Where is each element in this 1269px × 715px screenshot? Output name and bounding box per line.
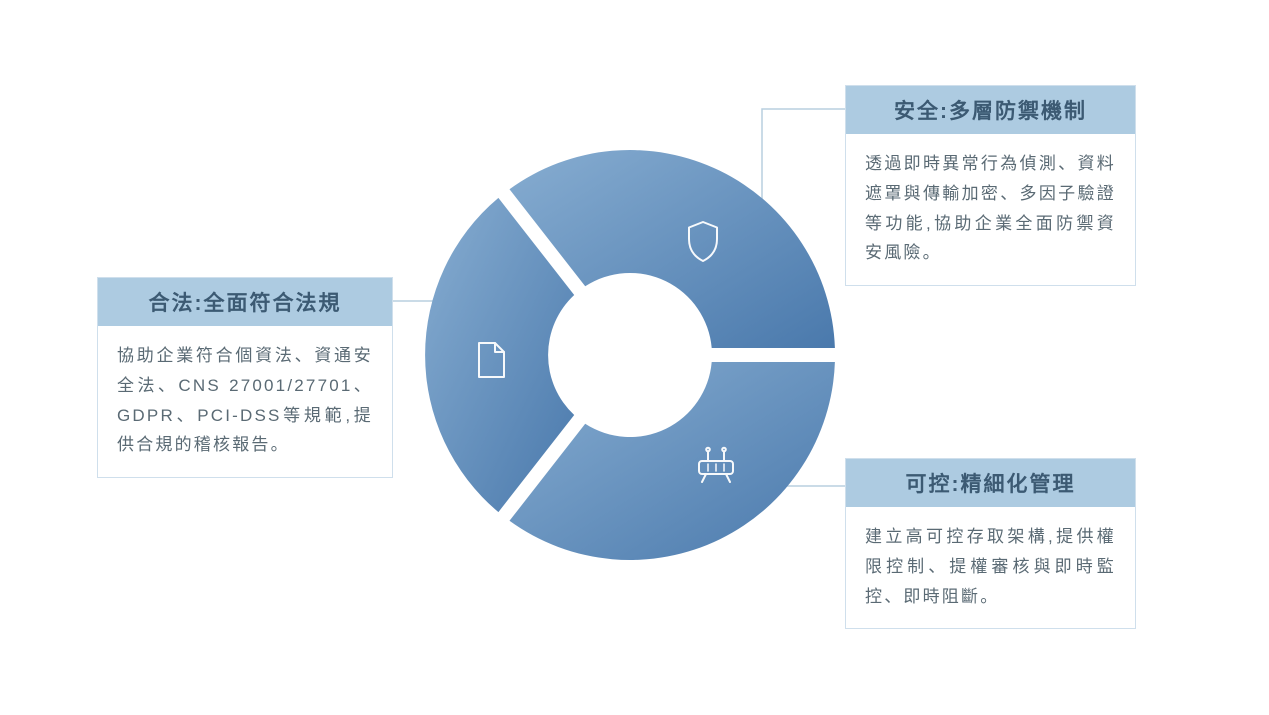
callout-security-title: 安全:多層防禦機制: [846, 86, 1135, 134]
donut-segment-security: [509, 150, 835, 348]
callout-compliance-title: 合法:全面符合法規: [98, 278, 392, 326]
callout-control-body: 建立高可控存取架構,提供權限控制、提權審核與即時監控、即時阻斷。: [865, 527, 1116, 606]
document-icon: [478, 342, 505, 378]
callout-compliance-body: 協助企業符合個資法、資通安全法、CNS 27001/27701、GDPR、PCI…: [117, 346, 373, 455]
callout-security: 安全:多層防禦機制 透過即時異常行為偵測、資料遮罩與傳輸加密、多因子驗證等功能,…: [845, 85, 1136, 286]
callout-compliance: 合法:全面符合法規 協助企業符合個資法、資通安全法、CNS 27001/2770…: [97, 277, 393, 478]
donut-segment-control: [509, 362, 835, 560]
donut-segment-compliance: [425, 197, 575, 513]
donut-chart: [425, 150, 835, 560]
callout-security-body: 透過即時異常行為偵測、資料遮罩與傳輸加密、多因子驗證等功能,協助企業全面防禦資安…: [865, 154, 1116, 263]
server-icon: [698, 446, 734, 483]
connector-line-security: [761, 108, 845, 206]
shield-icon: [688, 221, 718, 262]
callout-control: 可控:精細化管理 建立高可控存取架構,提供權限控制、提權審核與即時監控、即時阻斷…: [845, 458, 1136, 630]
callout-control-title: 可控:精細化管理: [846, 459, 1135, 507]
